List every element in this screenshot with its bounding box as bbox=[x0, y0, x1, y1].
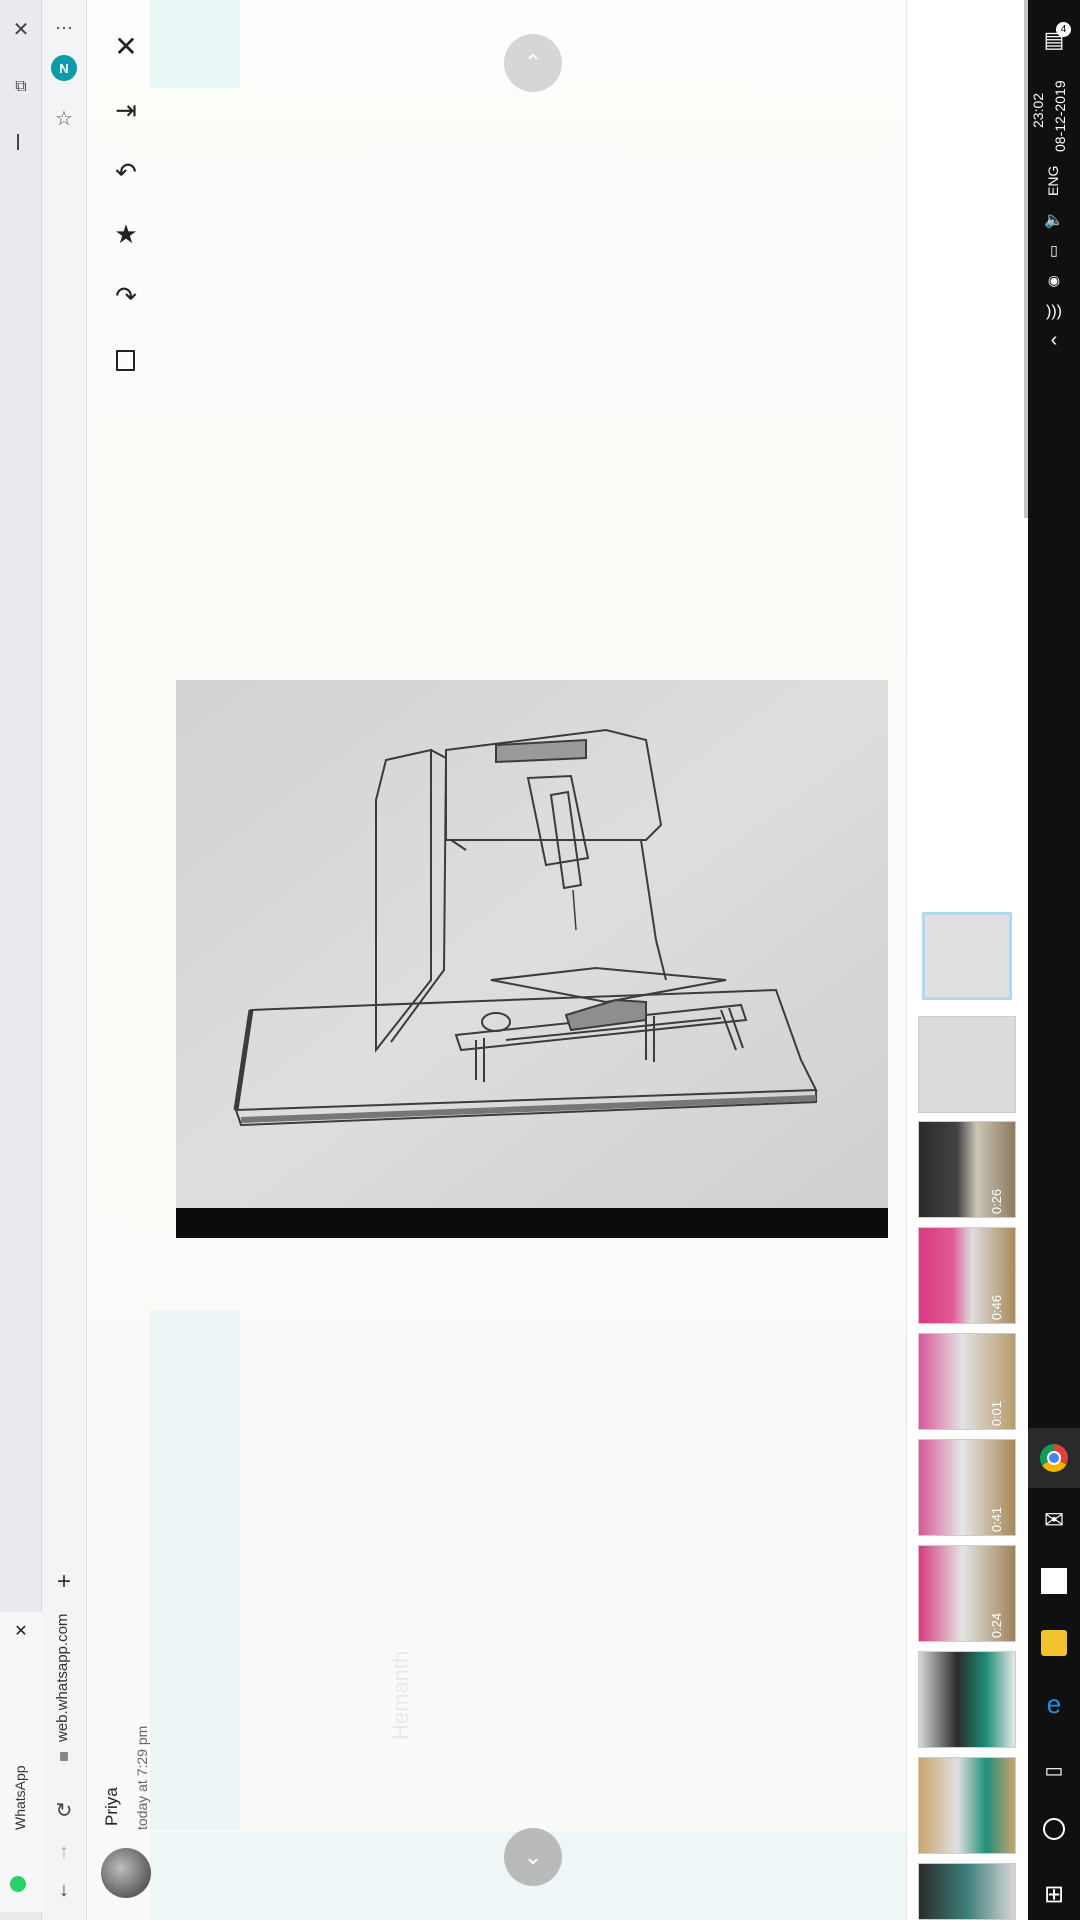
media-thumbnail[interactable]: 0:24 bbox=[918, 1545, 1016, 1642]
thumbnail-duration: 0:41 bbox=[988, 1506, 1004, 1533]
main-media-image bbox=[176, 680, 888, 1238]
reply-icon[interactable]: ↶ bbox=[115, 156, 137, 187]
tab-title[interactable]: WhatsApp bbox=[12, 1765, 28, 1830]
sender-name: Priya bbox=[102, 1787, 121, 1826]
browser-edge-strip: ✕ ⧉ ✕ ✕ WhatsApp bbox=[0, 0, 42, 1920]
task-view-icon[interactable]: ▭ bbox=[1044, 1759, 1064, 1782]
media-thumbnail[interactable] bbox=[918, 1016, 1016, 1113]
wifi-icon[interactable]: ))) bbox=[1046, 303, 1062, 320]
previous-media-button[interactable]: ⌃ bbox=[504, 34, 562, 92]
thumbnail-duration: 0:26 bbox=[988, 1188, 1004, 1215]
lock-icon bbox=[60, 1752, 68, 1761]
download-icon[interactable] bbox=[116, 350, 135, 371]
forward-arrow-icon[interactable]: ↑ bbox=[59, 1840, 69, 1863]
close-window-icon[interactable]: ✕ bbox=[12, 18, 30, 41]
chrome-center-icon bbox=[1047, 1451, 1061, 1465]
language-indicator[interactable]: ENG bbox=[1045, 165, 1061, 196]
close-tab-button[interactable]: ✕ bbox=[14, 1623, 28, 1640]
favorite-star-icon[interactable]: ☆ bbox=[55, 107, 73, 130]
media-thumbnail[interactable]: 0:26 bbox=[918, 1121, 1016, 1218]
minimize-window-icon[interactable] bbox=[17, 134, 19, 150]
store-app-icon[interactable] bbox=[1041, 1568, 1067, 1594]
windows-taskbar bbox=[1028, 0, 1080, 1920]
sender-avatar[interactable] bbox=[101, 1848, 151, 1898]
back-arrow-icon[interactable]: ↓ bbox=[59, 1878, 69, 1901]
media-thumbnail[interactable] bbox=[918, 1651, 1016, 1748]
restore-window-icon[interactable]: ⧉ bbox=[15, 78, 27, 95]
search-icon[interactable] bbox=[1043, 1818, 1065, 1840]
background-chat-name: Hemanth bbox=[388, 1650, 413, 1740]
battery-icon[interactable]: ▯ bbox=[1050, 241, 1058, 258]
message-time: today at 7:29 pm bbox=[134, 1725, 150, 1830]
media-thumbnail-selected[interactable] bbox=[922, 912, 1012, 1000]
new-tab-icon[interactable]: + bbox=[56, 1568, 71, 1595]
volume-icon[interactable]: 🔈 bbox=[1044, 212, 1064, 229]
thumbnail-duration: 0:24 bbox=[988, 1612, 1004, 1639]
media-thumbnail[interactable]: 0:41 bbox=[918, 1439, 1016, 1536]
file-explorer-icon[interactable] bbox=[1041, 1630, 1067, 1656]
whatsapp-favicon-icon bbox=[10, 1876, 26, 1892]
go-to-message-icon[interactable]: ⇥ bbox=[115, 94, 137, 125]
background-panel bbox=[150, 0, 240, 88]
viewer-scrollbar[interactable] bbox=[1024, 0, 1028, 518]
more-menu-icon[interactable]: ··· bbox=[55, 16, 73, 37]
forward-icon[interactable]: ↷ bbox=[115, 280, 137, 311]
edge-browser-icon[interactable]: e bbox=[1046, 1688, 1062, 1719]
star-message-icon[interactable]: ★ bbox=[114, 218, 138, 249]
media-viewer: Hemanth ✕ ⇥ ↶ ★ ↷ Priya today at 7:29 pm… bbox=[88, 0, 906, 1920]
thumbnail-duration: 0:46 bbox=[988, 1294, 1004, 1321]
background-panel bbox=[150, 1310, 240, 1830]
browser-side-toolbar: ··· N ☆ + web.whatsapp.com ↻ ↑ ↓ bbox=[42, 0, 87, 1920]
action-center-icon[interactable]: ▤ bbox=[1043, 27, 1065, 52]
profile-avatar[interactable]: N bbox=[51, 55, 77, 81]
media-thumbnail[interactable] bbox=[918, 1757, 1016, 1854]
notification-count-badge: 4 bbox=[1056, 22, 1071, 37]
windows-start-icon[interactable]: ⊞ bbox=[1043, 1880, 1065, 1908]
media-thumbnail[interactable] bbox=[918, 1863, 1016, 1920]
clock-date[interactable]: 08-12-2019 bbox=[1052, 80, 1068, 152]
media-thumbnail[interactable]: 0:01 bbox=[918, 1333, 1016, 1430]
refresh-icon[interactable]: ↻ bbox=[55, 1799, 73, 1822]
show-hidden-icons-icon[interactable]: ‹ bbox=[1050, 328, 1058, 351]
thumbnail-duration: 0:01 bbox=[988, 1400, 1004, 1427]
address-bar-url[interactable]: web.whatsapp.com bbox=[54, 1613, 71, 1742]
mail-app-icon[interactable]: ✉ bbox=[1043, 1506, 1065, 1534]
media-thumbnail[interactable]: 0:46 bbox=[918, 1227, 1016, 1324]
security-icon[interactable]: ◉ bbox=[1047, 271, 1061, 288]
close-viewer-icon[interactable]: ✕ bbox=[114, 30, 138, 62]
clock-time[interactable]: 23:02 bbox=[1030, 92, 1046, 128]
next-media-button[interactable]: ⌄ bbox=[504, 1828, 562, 1886]
sketch-drawing bbox=[176, 680, 888, 1238]
